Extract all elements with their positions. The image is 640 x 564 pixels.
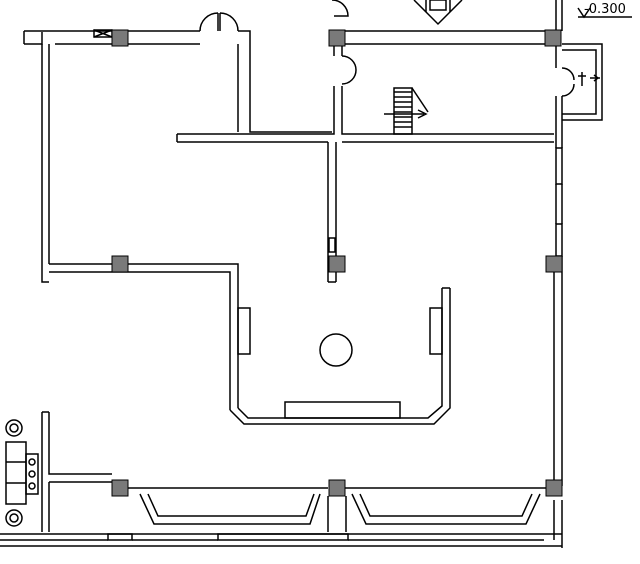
round-table — [319, 333, 353, 367]
top-center-door — [331, 0, 349, 17]
elevation-marker — [577, 7, 632, 19]
bottom-bay-windows — [128, 487, 546, 532]
mid-left-wall — [49, 263, 239, 410]
column-square — [328, 479, 346, 497]
stair-room-door — [341, 55, 357, 85]
column-square — [328, 255, 346, 273]
sofa-furniture — [5, 419, 39, 527]
right-entrance-box — [561, 43, 603, 121]
column-square — [544, 29, 562, 47]
column-square — [111, 29, 129, 47]
columns — [111, 29, 563, 497]
upper-left-room-walls — [23, 30, 332, 283]
elevation-label: -0.300 — [584, 2, 626, 17]
column-square — [545, 255, 563, 273]
stair-symbol — [384, 87, 429, 135]
bay-room-walls — [229, 287, 451, 425]
right-exterior-wall — [553, 0, 563, 548]
bottom-left-walls — [41, 411, 112, 532]
column-square — [111, 479, 129, 497]
column-square — [111, 255, 129, 273]
stair-room-walls — [332, 30, 556, 143]
top-door-swing — [199, 12, 239, 32]
top-stair-hint — [413, 0, 463, 26]
bottom-exterior-wall — [0, 533, 562, 547]
column-square — [545, 479, 563, 497]
column-square — [328, 29, 346, 47]
